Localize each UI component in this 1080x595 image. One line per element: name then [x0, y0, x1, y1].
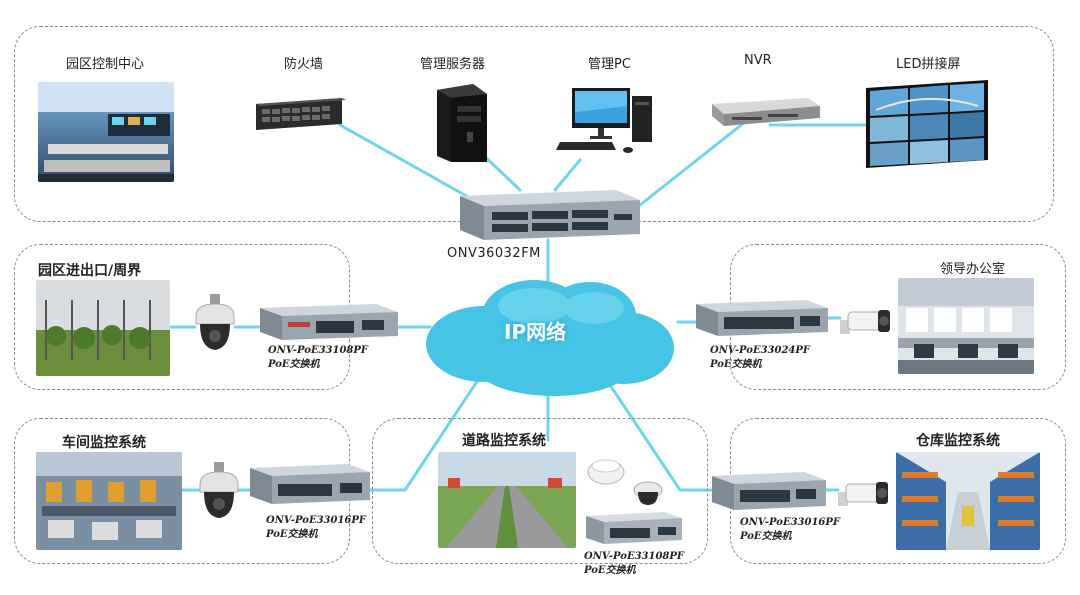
rack-nvr-icon	[708, 94, 824, 130]
label-server: 管理服务器	[420, 57, 486, 72]
zone-road	[372, 418, 708, 564]
zone-entrance-title: 园区进出口/周界	[38, 263, 142, 279]
road-photo	[438, 452, 576, 548]
label-led: LED拼接屏	[896, 57, 961, 72]
link-pc	[553, 158, 582, 192]
perimeter-photo	[36, 280, 170, 376]
label-pc: 管理PC	[588, 57, 631, 72]
zone-workshop-title: 车间监控系统	[62, 435, 146, 451]
core-switch-label: ONV36032FM	[447, 246, 541, 261]
poe-switch-icon	[710, 470, 828, 512]
desktop-pc-icon	[556, 82, 656, 162]
led-video-wall-icon	[866, 80, 994, 172]
dome-camera-icon	[192, 294, 238, 354]
core-switch-icon	[456, 188, 642, 244]
control-room-photo	[38, 82, 174, 182]
poe-switch-icon	[258, 302, 400, 342]
tower-server-icon	[433, 80, 491, 164]
link-workshop-cloud	[366, 363, 490, 492]
cloud-label: IP网络	[504, 320, 567, 344]
workshop-photo	[36, 452, 182, 550]
mini-dome-camera-icon	[632, 478, 664, 506]
label-firewall: 防火墙	[284, 57, 324, 72]
zone-office-title: 领导办公室	[940, 262, 1006, 277]
dome-camera-icon	[196, 462, 242, 520]
firewall-appliance-icon	[250, 96, 346, 132]
bullet-camera-icon	[836, 476, 890, 512]
poe-switch-icon	[584, 510, 684, 546]
label-control-center: 园区控制中心	[66, 57, 145, 72]
link-firewall	[338, 123, 472, 200]
ip-network-cloud-icon	[414, 270, 686, 400]
zone-road-title: 道路监控系统	[462, 433, 546, 449]
bullet-camera-icon	[838, 304, 892, 340]
poe-switch-icon	[694, 298, 830, 338]
poe-switch-icon	[248, 462, 372, 506]
warehouse-photo	[896, 452, 1040, 550]
link-warehouse-cloud	[598, 368, 716, 492]
ceiling-camera-icon	[586, 452, 626, 486]
link-nvr	[638, 120, 747, 207]
label-nvr: NVR	[744, 53, 772, 68]
office-photo	[898, 278, 1034, 374]
zone-warehouse-title: 仓库监控系统	[916, 433, 1000, 449]
